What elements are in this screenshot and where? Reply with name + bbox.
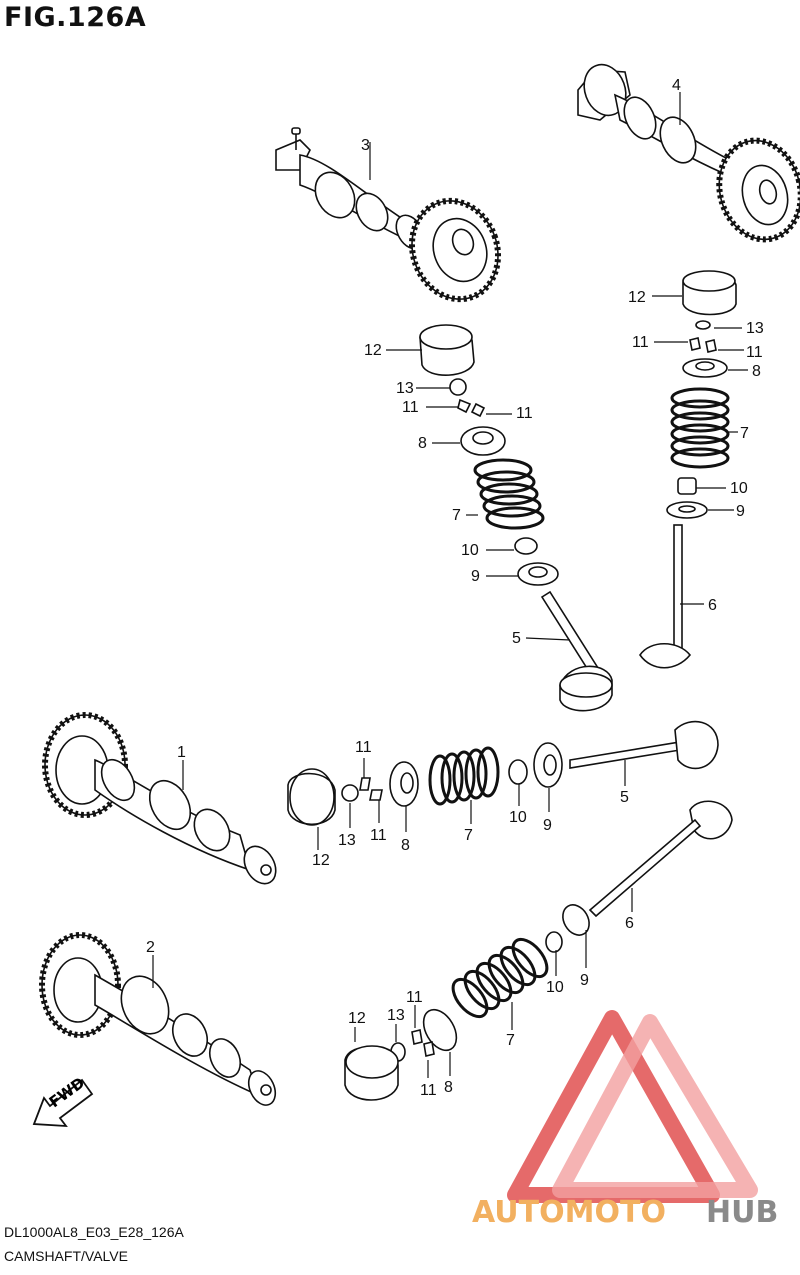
valve-assembly-intake-left: [419, 324, 613, 712]
callout-c-10a: 10: [461, 542, 479, 559]
callout-c-7a: 7: [452, 507, 461, 524]
fwd-direction-arrow: FWD: [32, 1074, 94, 1128]
leader-line-c-5a: [525, 637, 571, 641]
callout-c-2: 2: [146, 939, 155, 956]
callout-c-10b: 10: [730, 480, 748, 497]
callout-c-11f: 11: [370, 827, 387, 844]
callout-c-10d: 10: [546, 979, 564, 996]
callout-c-1: 1: [177, 744, 186, 761]
callout-c-6b: 6: [625, 915, 634, 932]
callout-c-11b: 11: [516, 405, 533, 422]
callout-c-6a: 6: [708, 597, 717, 614]
callout-c-11d: 11: [746, 344, 763, 361]
watermark-logo-triangle-inner: [552, 1014, 758, 1198]
callout-c-7d: 7: [506, 1032, 515, 1049]
callout-c-12b: 12: [628, 289, 646, 306]
callout-c-13c: 13: [338, 832, 356, 849]
callout-c-13d: 13: [387, 1007, 405, 1024]
callout-c-9d: 9: [580, 972, 589, 989]
callout-c-11e: 11: [355, 739, 372, 756]
automotohub-watermark: AUTOMOTO HUB: [472, 1010, 778, 1230]
callout-c-11g: 11: [406, 989, 423, 1006]
callout-c-5b: 5: [620, 789, 629, 806]
valve-assembly-diagonal-6: [344, 800, 733, 1101]
callout-c-7c: 7: [464, 827, 473, 844]
camshaft-part-1: [42, 712, 277, 885]
callout-c-11a: 11: [402, 399, 419, 416]
callout-c-7b: 7: [740, 425, 749, 442]
callout-c-9c: 9: [543, 817, 552, 834]
figure-name: CAMSHAFT/VALVE: [4, 1248, 128, 1264]
camshaft-part-4: [577, 63, 800, 243]
callout-c-9a: 9: [471, 568, 480, 585]
callout-c-8d: 8: [444, 1079, 453, 1096]
callout-c-11c: 11: [632, 334, 649, 351]
watermark-text-automoto: AUTOMOTO: [472, 1195, 666, 1230]
camshaft-part-3: [275, 127, 502, 303]
callout-c-8a: 8: [418, 435, 427, 452]
callout-c-13a: 13: [396, 380, 414, 397]
callout-c-12d: 12: [348, 1010, 366, 1027]
figure-title: FIG.126A: [4, 2, 147, 33]
figure-code: DL1000AL8_E03_E28_126A: [4, 1224, 184, 1240]
callout-c-8c: 8: [401, 837, 410, 854]
valve-assembly-exhaust-right: [639, 270, 737, 669]
callout-c-10c: 10: [509, 809, 527, 826]
callout-c-13b: 13: [746, 320, 764, 337]
camshaft-part-2: [39, 932, 277, 1106]
callout-c-8b: 8: [752, 363, 761, 380]
callout-c-5a: 5: [512, 630, 521, 647]
callout-c-9b: 9: [736, 503, 745, 520]
callout-c-4: 4: [672, 77, 681, 94]
callout-c-12a: 12: [364, 342, 382, 359]
callout-c-3: 3: [361, 137, 370, 154]
callout-c-12c: 12: [312, 852, 330, 869]
callout-c-11h: 11: [420, 1082, 437, 1099]
watermark-text-hub: HUB: [706, 1195, 778, 1230]
valve-assembly-horizontal-5: [287, 720, 719, 826]
